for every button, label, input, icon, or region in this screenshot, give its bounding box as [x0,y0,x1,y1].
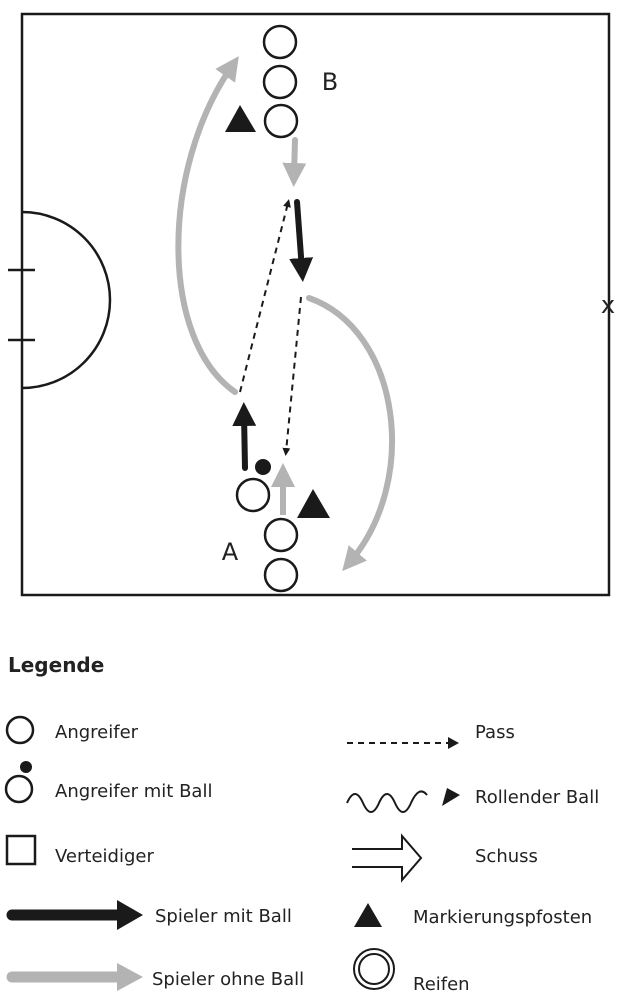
legend: Legende Angreifer Angreifer mit Ball Ver… [4,653,599,995]
pass-arrow [239,199,291,393]
legend-title: Legende [8,653,104,677]
label-a: A [222,538,239,566]
attacker-icon [263,103,299,139]
attacker-icon [5,715,35,745]
defender-icon [5,834,37,866]
legend-label: Schuss [475,846,538,867]
group-a: A [222,459,330,593]
arrowhead-icon [448,737,459,749]
ball-icon [20,761,32,773]
attacker-with-ball-icon [235,477,271,513]
marker-cone-icon [297,489,330,518]
marker-cone-icon [354,903,382,927]
field-boundary [20,12,611,597]
marker-cone-icon [225,105,256,132]
field: x [8,12,615,597]
legend-label: Angreifer mit Ball [55,781,212,802]
ball-icon [255,459,271,475]
run-arrow-without-ball [306,295,395,572]
run-arrow-with-ball [289,199,314,282]
legend-label: Rollender Ball [475,787,599,808]
arrowhead-icon [117,963,143,991]
hoop-inner-ring [358,953,390,985]
legend-label: Markierungspfosten [413,907,592,928]
hoop-icon [353,948,395,990]
legend-label: Verteidiger [55,846,154,867]
run-arrow-without-ball [175,56,239,395]
run-arrow-without-ball [282,137,307,187]
legend-label: Angreifer [55,722,139,743]
movement-arrows [175,56,395,572]
attacker-icon [262,64,298,100]
legend-label: Reifen [413,974,470,995]
attacker-icon [263,517,299,553]
attacker-icon [263,557,299,593]
goal-mark-x: x [601,291,615,319]
legend-label: Spieler mit Ball [155,906,292,927]
rolling-ball-wave-icon [346,790,428,813]
label-b: B [322,68,338,96]
legend-label: Pass [475,722,515,743]
shot-arrow-icon [352,833,423,883]
arrowhead-icon [117,900,143,930]
attacker-with-ball-icon [4,774,34,804]
goal-area-arc [21,210,112,390]
attacker-icon [262,24,298,60]
group-b: B [225,24,338,139]
arrowhead-icon [442,788,460,806]
pass-arrow [282,296,302,456]
legend-label: Spieler ohne Ball [152,969,304,990]
run-arrow-with-ball [232,402,257,471]
